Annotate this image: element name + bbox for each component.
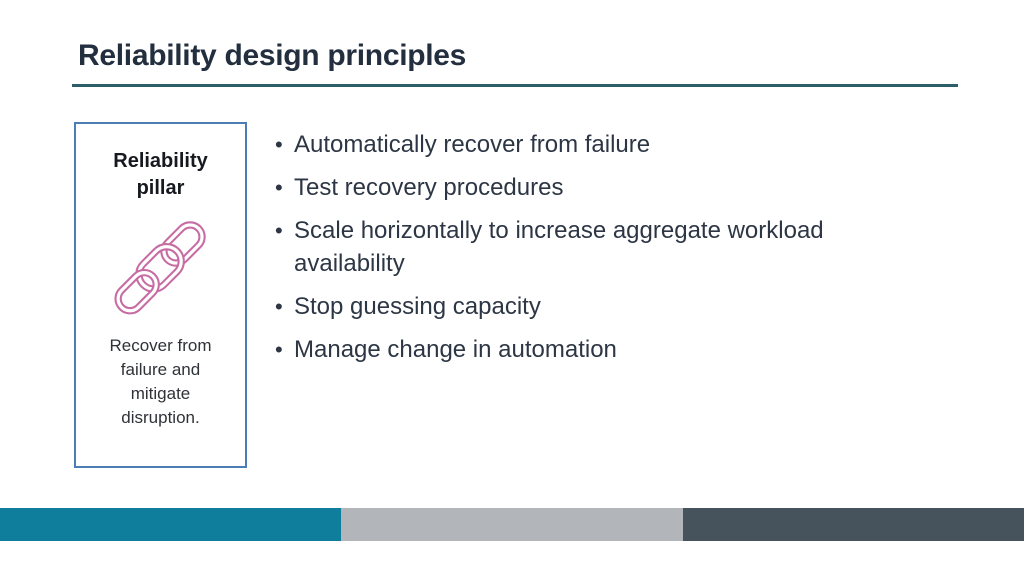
bullet-text: Stop guessing capacity <box>294 293 541 320</box>
bullet-text: Manage change in automation <box>294 336 617 363</box>
footer-segment-gray <box>341 508 683 541</box>
bullet-text: Test recovery procedures <box>294 174 564 201</box>
list-item: Stop guessing capacity <box>275 290 915 323</box>
footer-segment-teal <box>0 508 342 541</box>
design-principles-list: Automatically recover from failure Test … <box>275 128 915 376</box>
list-item: Test recovery procedures <box>275 171 915 204</box>
page-title: Reliability design principles <box>78 39 467 72</box>
footer-segment-slate <box>682 508 1024 541</box>
pillar-card-description: Recover from failure and mitigate disrup… <box>109 336 212 427</box>
bullet-text: Automatically recover from failure <box>294 131 651 158</box>
chain-link-icon <box>106 210 216 322</box>
pillar-card: Reliability pillar Reco <box>74 122 247 468</box>
list-item: Automatically recover from failure <box>275 128 915 161</box>
list-item: Scale horizontally to increase aggregate… <box>275 214 915 280</box>
pillar-card-title: Reliability pillar <box>113 150 208 199</box>
list-item: Manage change in automation <box>275 333 915 366</box>
bullet-text: Scale horizontally to increase aggregate… <box>294 217 824 277</box>
footer-color-bar <box>0 508 1024 541</box>
title-underline <box>72 84 958 87</box>
